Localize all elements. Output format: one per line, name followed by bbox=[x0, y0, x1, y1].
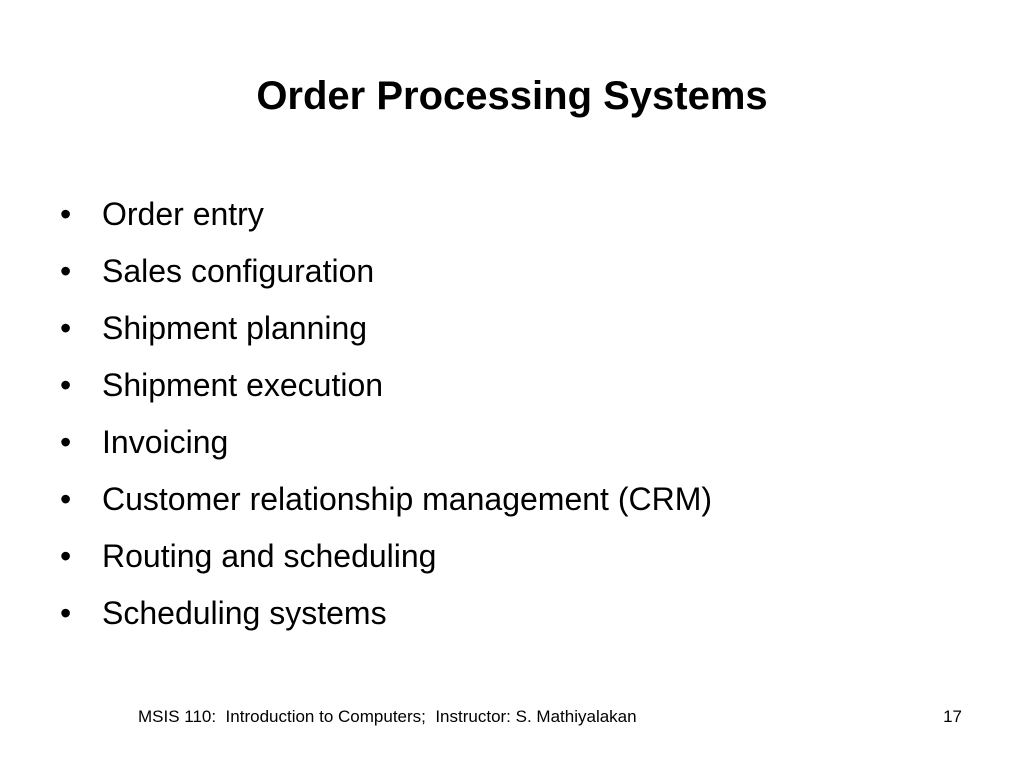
list-item-text: Scheduling systems bbox=[102, 595, 387, 631]
list-item: • Sales configuration bbox=[58, 243, 712, 300]
list-item: • Shipment planning bbox=[58, 300, 712, 357]
list-item: • Scheduling systems bbox=[58, 585, 712, 642]
list-item-text: Routing and scheduling bbox=[102, 538, 437, 574]
slide-footer: MSIS 110: Introduction to Computers; Ins… bbox=[138, 707, 637, 726]
list-item: • Shipment execution bbox=[58, 357, 712, 414]
list-item-text: Shipment planning bbox=[102, 310, 368, 346]
slide-title: Order Processing Systems bbox=[256, 74, 768, 118]
list-item: • Invoicing bbox=[58, 414, 712, 471]
bullet-icon: • bbox=[60, 538, 72, 574]
list-item: • Customer relationship management (CRM) bbox=[58, 471, 712, 528]
bullet-icon: • bbox=[60, 367, 72, 403]
page-number: 17 bbox=[943, 707, 962, 726]
bullet-icon: • bbox=[60, 595, 72, 631]
list-item: • Routing and scheduling bbox=[58, 528, 712, 585]
bullet-icon: • bbox=[60, 424, 72, 460]
bullet-icon: • bbox=[60, 253, 72, 289]
bullet-icon: • bbox=[60, 196, 72, 232]
bullet-list: • Order entry • Sales configuration • Sh… bbox=[58, 186, 712, 642]
bullet-icon: • bbox=[60, 481, 72, 517]
list-item-text: Invoicing bbox=[102, 424, 229, 460]
list-item-text: Order entry bbox=[102, 196, 264, 232]
bullet-icon: • bbox=[60, 310, 72, 346]
list-item-text: Shipment execution bbox=[102, 367, 384, 403]
list-item-text: Customer relationship management (CRM) bbox=[102, 481, 712, 517]
list-item-text: Sales configuration bbox=[102, 253, 375, 289]
list-item: • Order entry bbox=[58, 186, 712, 243]
